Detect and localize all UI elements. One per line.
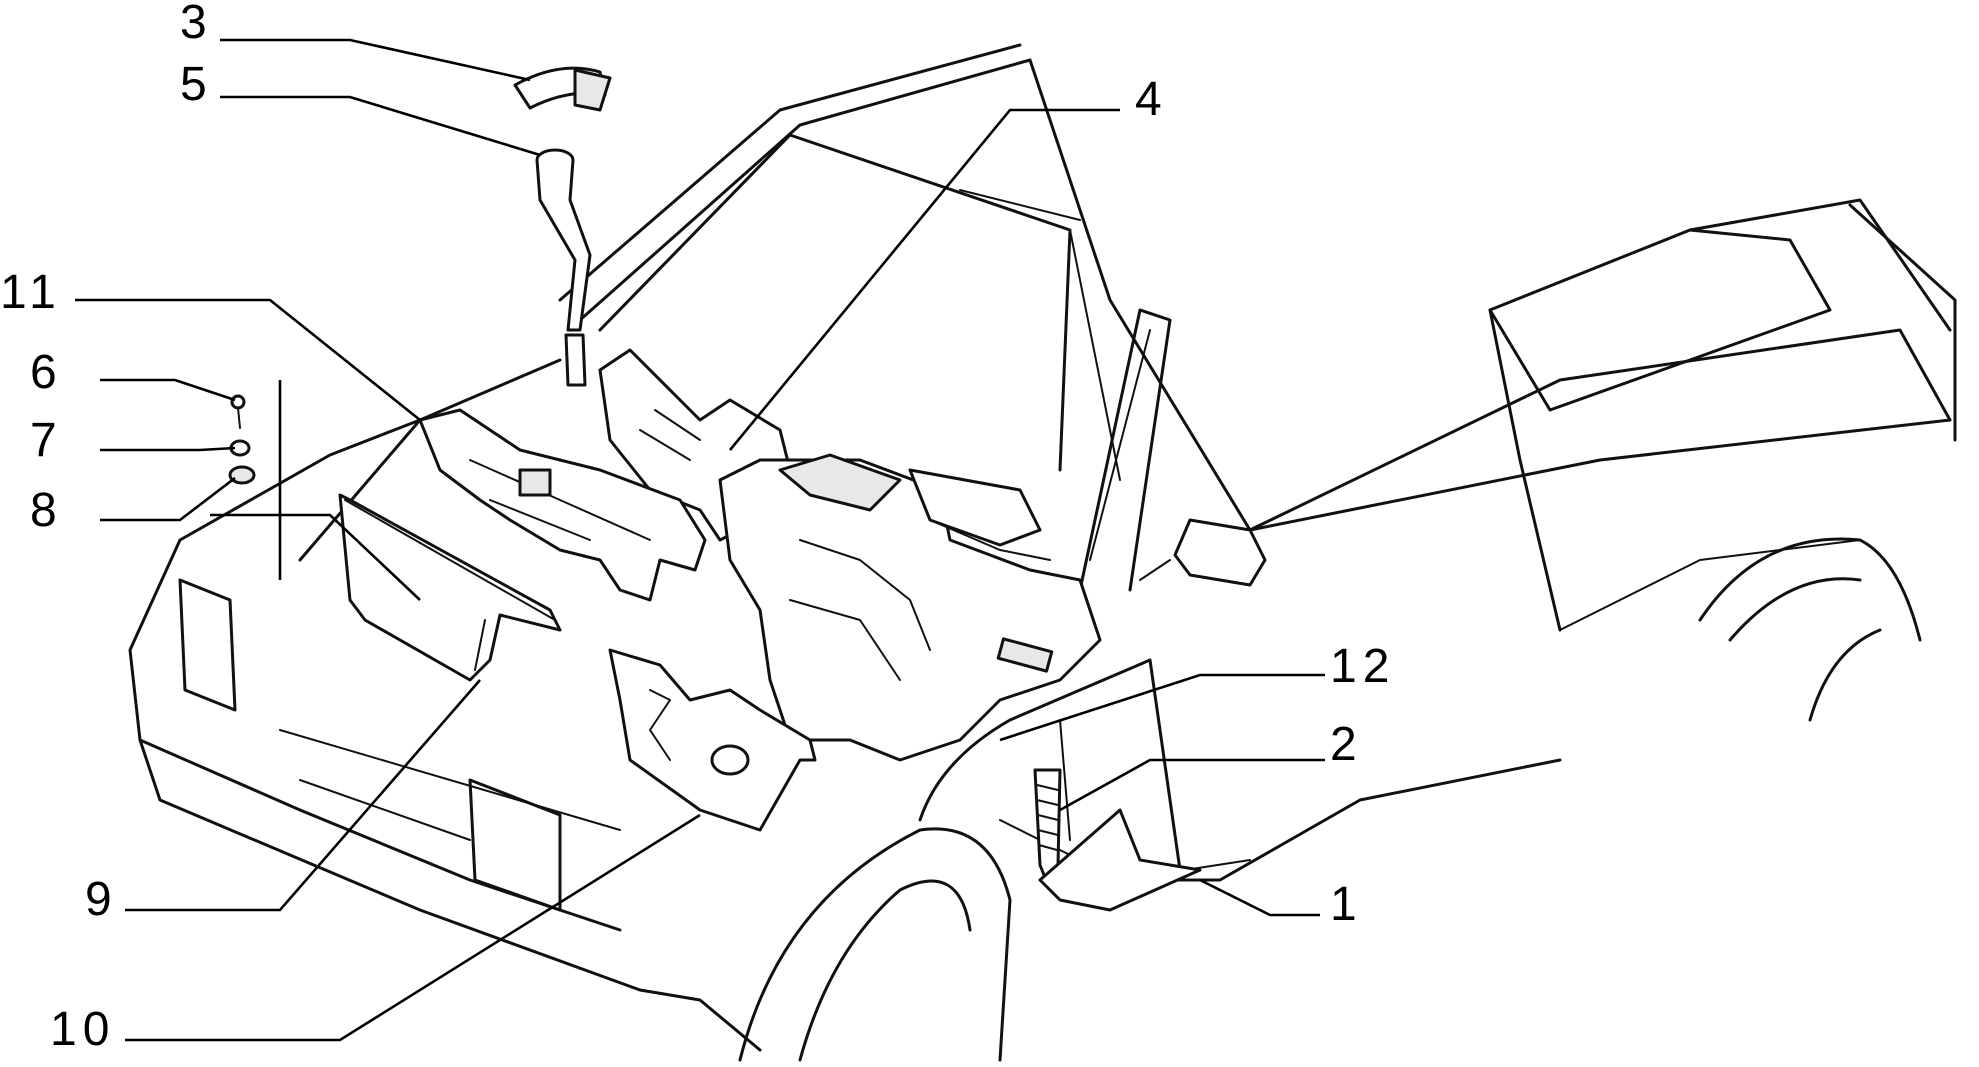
callout-9: 9 (85, 873, 118, 926)
callout-1: 1 (1330, 878, 1363, 931)
part-12-right-panel (718, 453, 1102, 762)
leader-lines (75, 38, 1325, 1042)
callout-12: 12 (1330, 640, 1395, 693)
part-1-lower-shield (1038, 808, 1202, 912)
part-6-7-8-fasteners (228, 394, 256, 485)
part-10-lower-pad (608, 648, 817, 832)
callout-labels: 3 5 4 11 6 7 8 12 2 1 9 10 (0, 0, 1395, 1056)
callout-10: 10 (50, 1003, 115, 1056)
callout-4: 4 (1135, 73, 1168, 126)
callout-5: 5 (180, 58, 213, 111)
callout-8: 8 (30, 484, 63, 537)
part-3-strap (513, 66, 612, 112)
callout-7: 7 (30, 414, 63, 467)
callout-3: 3 (180, 0, 213, 49)
callout-11: 11 (0, 266, 62, 319)
car-body (128, 43, 1957, 1062)
part-11-left-panel (418, 408, 707, 602)
callout-2: 2 (1330, 718, 1363, 771)
part-9-lower-pad (338, 493, 562, 682)
callout-6: 6 (30, 346, 63, 399)
part-5-filler-tube (535, 148, 592, 387)
